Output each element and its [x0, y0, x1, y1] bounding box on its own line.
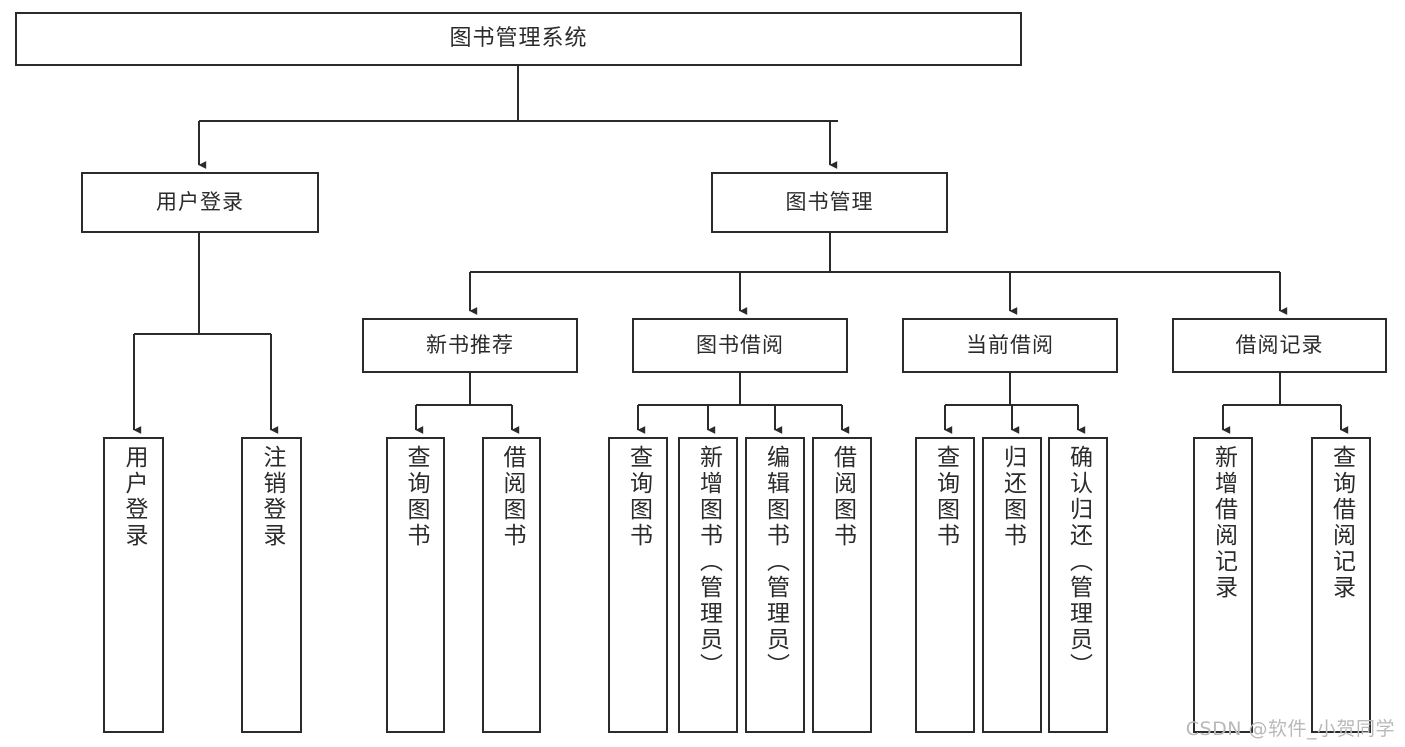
node-book-borrow-label: 图书借阅: [696, 333, 784, 358]
node-leaf-return-book-label: 归还图书: [999, 445, 1026, 549]
node-leaf-add-book[interactable]: 新增图书（管理员）: [678, 437, 738, 733]
node-root[interactable]: 图书管理系统: [15, 12, 1022, 66]
node-current-borrow[interactable]: 当前借阅: [902, 318, 1118, 373]
node-leaf-user-login[interactable]: 用户登录: [103, 437, 164, 733]
node-leaf-borrow-book-1[interactable]: 借阅图书: [482, 437, 541, 733]
node-leaf-return-book[interactable]: 归还图书: [982, 437, 1042, 733]
node-current-borrow-label: 当前借阅: [966, 333, 1054, 358]
node-user-login[interactable]: 用户登录: [81, 172, 319, 233]
node-borrow-record-label: 借阅记录: [1235, 333, 1324, 358]
node-book-manage[interactable]: 图书管理: [711, 172, 948, 233]
node-leaf-query-record-label: 查询借阅记录: [1328, 445, 1355, 601]
node-leaf-add-record-label: 新增借阅记录: [1210, 445, 1237, 601]
node-leaf-add-book-label: 新增图书（管理员）: [695, 445, 722, 679]
node-leaf-query-book-3[interactable]: 查询图书: [915, 437, 975, 733]
node-book-manage-label: 图书管理: [785, 190, 874, 215]
node-leaf-confirm-return[interactable]: 确认归还（管理员）: [1048, 437, 1108, 733]
node-leaf-query-book-2[interactable]: 查询图书: [608, 437, 668, 733]
node-leaf-query-book-1-label: 查询图书: [403, 445, 429, 549]
node-leaf-logout-label: 注销登录: [259, 445, 285, 549]
node-leaf-borrow-book-2-label: 借阅图书: [829, 445, 856, 549]
node-leaf-user-login-label: 用户登录: [121, 445, 147, 549]
node-new-book-rec-label: 新书推荐: [426, 333, 514, 358]
node-user-login-label: 用户登录: [156, 190, 244, 215]
node-leaf-borrow-book-2[interactable]: 借阅图书: [812, 437, 872, 733]
node-leaf-edit-book-label: 编辑图书（管理员）: [762, 445, 789, 679]
node-leaf-query-book-3-label: 查询图书: [932, 445, 959, 549]
node-leaf-query-book-2-label: 查询图书: [625, 445, 652, 549]
node-leaf-confirm-return-label: 确认归还（管理员）: [1065, 445, 1092, 679]
node-leaf-query-book-1[interactable]: 查询图书: [386, 437, 445, 733]
node-leaf-logout[interactable]: 注销登录: [241, 437, 302, 733]
node-new-book-rec[interactable]: 新书推荐: [362, 318, 578, 373]
node-leaf-query-record[interactable]: 查询借阅记录: [1311, 437, 1371, 733]
csdn-watermark: CSDN @软件_小贺同学: [1185, 718, 1395, 740]
node-borrow-record[interactable]: 借阅记录: [1172, 318, 1387, 373]
node-root-label: 图书管理系统: [449, 26, 588, 52]
node-book-borrow[interactable]: 图书借阅: [632, 318, 848, 373]
node-leaf-edit-book[interactable]: 编辑图书（管理员）: [745, 437, 805, 733]
node-leaf-add-record[interactable]: 新增借阅记录: [1193, 437, 1253, 733]
node-leaf-borrow-book-1-label: 借阅图书: [499, 445, 525, 549]
